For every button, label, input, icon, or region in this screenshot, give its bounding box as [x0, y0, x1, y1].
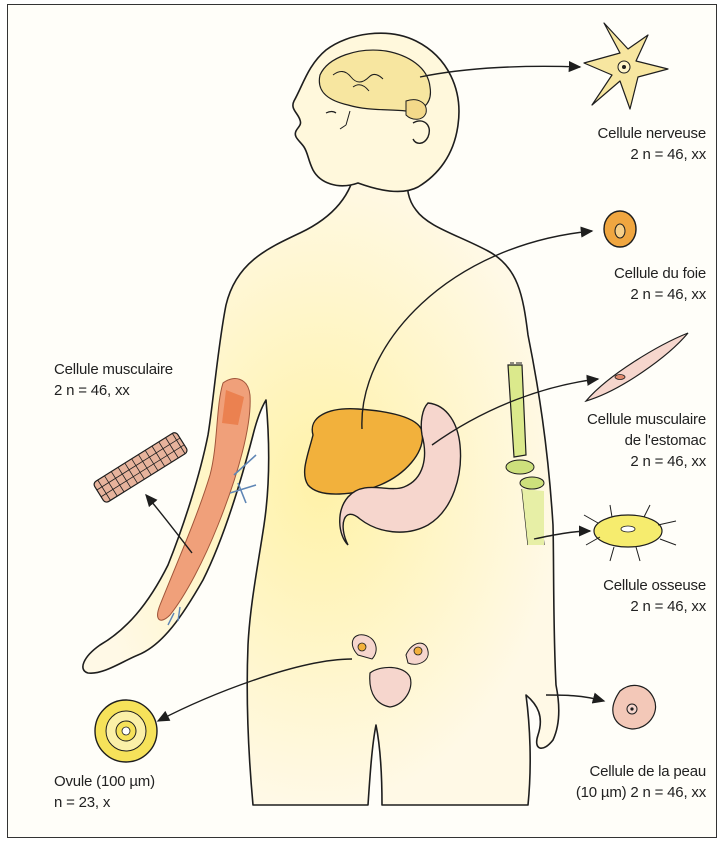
liver-cell-count: 2 n = 46, xx: [556, 284, 706, 305]
liver-cell: [604, 211, 636, 247]
ovule-name: Ovule (100 µm): [54, 771, 155, 792]
bone-cell-count: 2 n = 46, xx: [556, 596, 706, 617]
skin-cell-count: (10 µm) 2 n = 46, xx: [508, 782, 706, 803]
label-nerve-cell: Cellule nerveuse 2 n = 46, xx: [556, 123, 706, 165]
bone-cell: [584, 505, 676, 561]
muscle-cell-count: 2 n = 46, xx: [54, 380, 173, 401]
figure-frame: Cellule nerveuse 2 n = 46, xx Cellule du…: [7, 4, 717, 838]
nerve-cell: [584, 23, 668, 109]
muscle-cell-name: Cellule musculaire: [54, 359, 173, 380]
label-stomach-cell: Cellule musculaire de l'estomac 2 n = 46…: [538, 409, 706, 472]
nerve-cell-count: 2 n = 46, xx: [556, 144, 706, 165]
cerebellum: [406, 100, 426, 120]
stomach-cell-count: 2 n = 46, xx: [538, 451, 706, 472]
skin-cell-name: Cellule de la peau: [508, 761, 706, 782]
label-bone-cell: Cellule osseuse 2 n = 46, xx: [556, 575, 706, 617]
ovule-count: n = 23, x: [54, 792, 155, 813]
striated-muscle-cell: [93, 431, 189, 503]
label-muscle-cell: Cellule musculaire 2 n = 46, xx: [54, 359, 173, 401]
liver-cell-name: Cellule du foie: [556, 263, 706, 284]
stomach-cell-name1: Cellule musculaire: [538, 409, 706, 430]
bone-cell-name: Cellule osseuse: [556, 575, 706, 596]
label-ovule: Ovule (100 µm) n = 23, x: [54, 771, 155, 813]
muscle-cell: [586, 333, 688, 401]
nerve-cell-name: Cellule nerveuse: [556, 123, 706, 144]
label-skin-cell: Cellule de la peau (10 µm) 2 n = 46, xx: [508, 761, 706, 803]
ovule-cell: [95, 700, 157, 762]
label-liver-cell: Cellule du foie 2 n = 46, xx: [556, 263, 706, 305]
skin-cell: [613, 685, 656, 729]
stomach-cell-name2: de l'estomac: [538, 430, 706, 451]
